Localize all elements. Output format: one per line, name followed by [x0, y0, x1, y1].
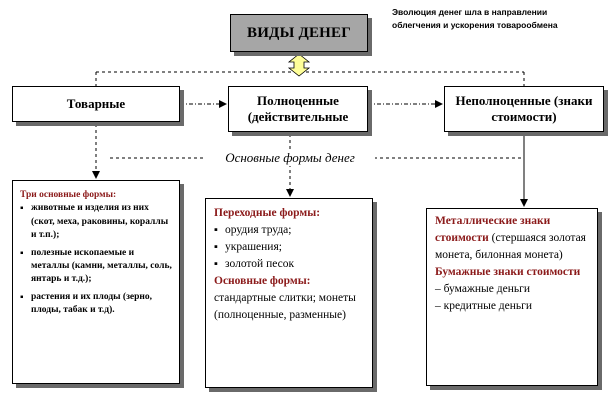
- transitional-forms-list: орудия труда; украшения; золотой песок: [214, 222, 366, 273]
- transitional-forms-heading: Переходные формы:: [214, 207, 321, 219]
- category-token: Неполноценные (знаки стоимости): [444, 86, 604, 132]
- list-item: золотой песок: [214, 256, 366, 273]
- category-full-value: Полноценные (действительные: [228, 86, 368, 132]
- diagram-title-text: ВИДЫ ДЕНЕГ: [246, 24, 351, 41]
- category-commodity: Товарные: [12, 86, 180, 122]
- category-full-value-label: Полноценные (действительные: [247, 93, 349, 124]
- main-forms-text: стандартные слитки; монеты (полноценные,…: [214, 292, 356, 321]
- metal-token-paragraph: Металлические знаки стоимости (стершаяся…: [435, 213, 591, 264]
- list-item: орудия труда;: [214, 222, 366, 239]
- metal-token-heading: Металлические знаки стоимости: [435, 215, 551, 244]
- diagram-title: ВИДЫ ДЕНЕГ: [230, 14, 368, 52]
- title-double-arrow: [287, 53, 311, 77]
- metal-token-text: (стершаяся золотая монета, билонная моне…: [435, 232, 586, 261]
- commodity-forms-heading: Три основные формы:: [20, 190, 117, 200]
- paper-token-heading: Бумажные знаки стоимости: [435, 266, 581, 278]
- paper-money-line: – бумажные деньги: [435, 283, 530, 295]
- category-token-label: Неполноценные (знаки стоимости): [455, 93, 593, 124]
- full-value-forms-box: Переходные формы: орудия труда; украшени…: [205, 198, 373, 388]
- list-item: украшения;: [214, 239, 366, 256]
- category-commodity-label: Товарные: [66, 96, 126, 111]
- credit-money-line: – кредитные деньги: [435, 300, 533, 312]
- list-item: растения и их плоды (зерно, плоды, табак…: [20, 291, 173, 318]
- token-forms-box: Металлические знаки стоимости (стершаяся…: [426, 208, 598, 386]
- main-forms-label: Основные формы денег: [205, 150, 375, 166]
- list-item: животные и изделия из них (скот, меха, р…: [20, 202, 173, 242]
- main-forms-heading: Основные формы:: [214, 275, 311, 287]
- list-item: полезные ископаемые и металлы (камни, ме…: [20, 247, 173, 287]
- commodity-forms-list: животные и изделия из них (скот, меха, р…: [20, 202, 173, 317]
- commodity-forms-box: Три основные формы: животные и изделия и…: [12, 180, 180, 384]
- evolution-note: Эволюция денег шла в направлении облегче…: [392, 7, 558, 30]
